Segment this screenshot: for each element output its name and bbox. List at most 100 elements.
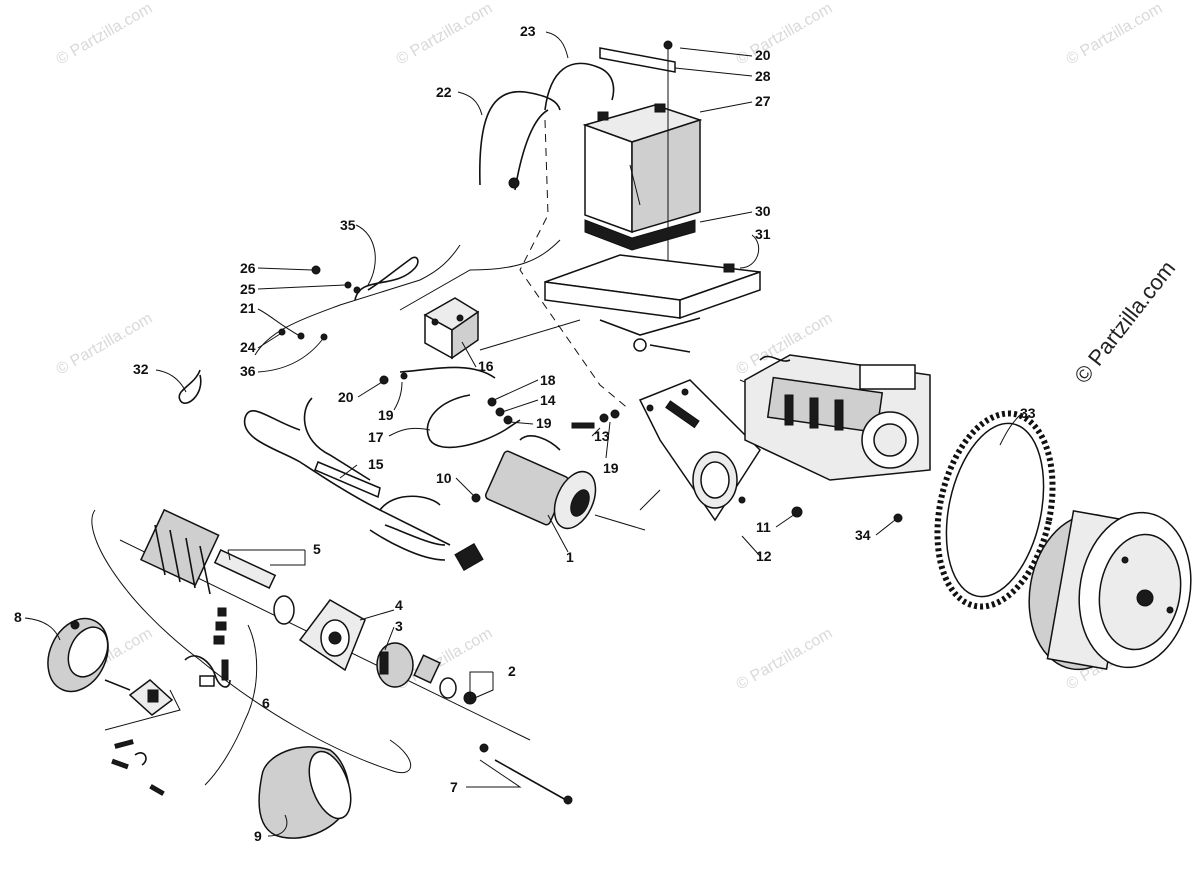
callout-27: 27: [755, 93, 771, 109]
solenoid: [423, 297, 480, 360]
watermark: © Partzilla.com: [54, 0, 156, 68]
harness-wire: [399, 239, 561, 311]
harness-connector: [454, 543, 484, 571]
field-frame: [258, 746, 352, 839]
callout-17: 17: [368, 429, 384, 445]
washer: [297, 332, 305, 340]
nut: [311, 265, 321, 275]
brush-parts: [184, 607, 231, 688]
callout-1: 1: [566, 549, 574, 565]
bolt-head: [563, 795, 573, 805]
callout-28: 28: [755, 68, 771, 84]
watermark: © Partzilla.com: [394, 0, 496, 68]
terminal-clip: [134, 752, 147, 766]
nut: [610, 409, 620, 419]
solenoid-lead: [354, 256, 419, 301]
callout-21: 21: [240, 300, 256, 316]
callout-33: 33: [1020, 405, 1036, 421]
callout-3: 3: [395, 618, 403, 634]
callout-25: 22: [436, 84, 452, 100]
callout-4: 4: [395, 597, 403, 613]
hold-down-strap: [599, 40, 676, 300]
starter-cable: [426, 394, 521, 449]
callout-10: 10: [436, 470, 452, 486]
drive-end-plate: [298, 599, 366, 672]
nut: [353, 286, 361, 294]
washer: [503, 415, 513, 425]
screw: [111, 758, 129, 770]
flywheel: [1028, 510, 1192, 671]
callout-15: 15: [368, 456, 384, 472]
through-bolt: [494, 759, 567, 801]
callout-32: 32: [133, 361, 149, 377]
nut: [893, 513, 903, 523]
starter-motor: [484, 435, 646, 531]
callout-20: 20: [755, 47, 771, 63]
battery: [582, 103, 703, 234]
engine: [744, 354, 931, 481]
washer: [400, 372, 408, 380]
callout-11: 11: [756, 519, 771, 535]
brush-holder: [128, 679, 174, 716]
washer: [320, 333, 328, 341]
washer: [344, 281, 352, 289]
callouts: 23 20 28 27 22 30 31 35 26 25 21 24 36 1…: [14, 23, 1036, 844]
harness-wire: [254, 244, 461, 356]
ground-wire: [178, 369, 202, 404]
callout-2: 2: [508, 663, 516, 679]
assembly-leader: [104, 689, 181, 731]
harness-wires: [369, 495, 446, 561]
callout-14: 14: [540, 392, 556, 408]
callout-5: 5: [313, 541, 321, 557]
callout-19: 19: [378, 407, 394, 423]
ring-gear: [934, 410, 1056, 610]
watermark-side: © Partzilla.com: [1069, 256, 1180, 388]
callout-8: 8: [14, 609, 22, 625]
watermark: © Partzilla.com: [1064, 0, 1166, 68]
wiring-harness: [243, 410, 451, 546]
callout-24: 26: [240, 260, 256, 276]
battery-tray: [544, 254, 761, 353]
drive-pinion: [376, 642, 477, 705]
screw: [114, 739, 134, 749]
callout-leaders: [24, 31, 1021, 837]
callout-13: 13: [594, 428, 610, 444]
harness-wire: [479, 319, 581, 351]
callout-36: 36: [240, 363, 256, 379]
washer: [495, 407, 505, 417]
watermark: © Partzilla.com: [734, 625, 836, 694]
callout-6: 6: [262, 695, 270, 711]
callout-19: 19: [603, 460, 619, 476]
mounting-bracket: [638, 379, 761, 522]
washer: [479, 743, 489, 753]
armature: [139, 508, 295, 625]
cable-leader: [519, 119, 631, 411]
callout-16: 16: [478, 358, 494, 374]
callout-19: 19: [536, 415, 552, 431]
battery-pad: [584, 219, 696, 251]
callout-22: 24: [240, 339, 256, 355]
battery-cable-positive: [544, 62, 615, 111]
commutator-end-frame: [47, 617, 131, 693]
callout-12: 12: [756, 548, 772, 564]
callout-7: 7: [450, 779, 458, 795]
exploded-view-outline: [91, 509, 412, 774]
callout-26: 23: [520, 23, 536, 39]
callout-9: 9: [254, 828, 262, 844]
callout-30: 30: [755, 203, 771, 219]
battery-cable-lead: [514, 109, 549, 191]
cable-terminal: [508, 177, 520, 189]
callout-18: 18: [540, 372, 556, 388]
wiring-harness-branch: [303, 397, 371, 481]
callout-34: 34: [855, 527, 871, 543]
callout-20: 20: [338, 389, 354, 405]
watermark: © Partzilla.com: [734, 0, 836, 68]
callout-31: 31: [755, 226, 771, 242]
callout-23: 25: [240, 281, 256, 297]
callout-35: 35: [340, 217, 356, 233]
washer: [599, 413, 609, 423]
bolt: [571, 422, 595, 429]
battery-cable-negative: [478, 90, 561, 186]
solenoid-cable: [399, 366, 496, 379]
